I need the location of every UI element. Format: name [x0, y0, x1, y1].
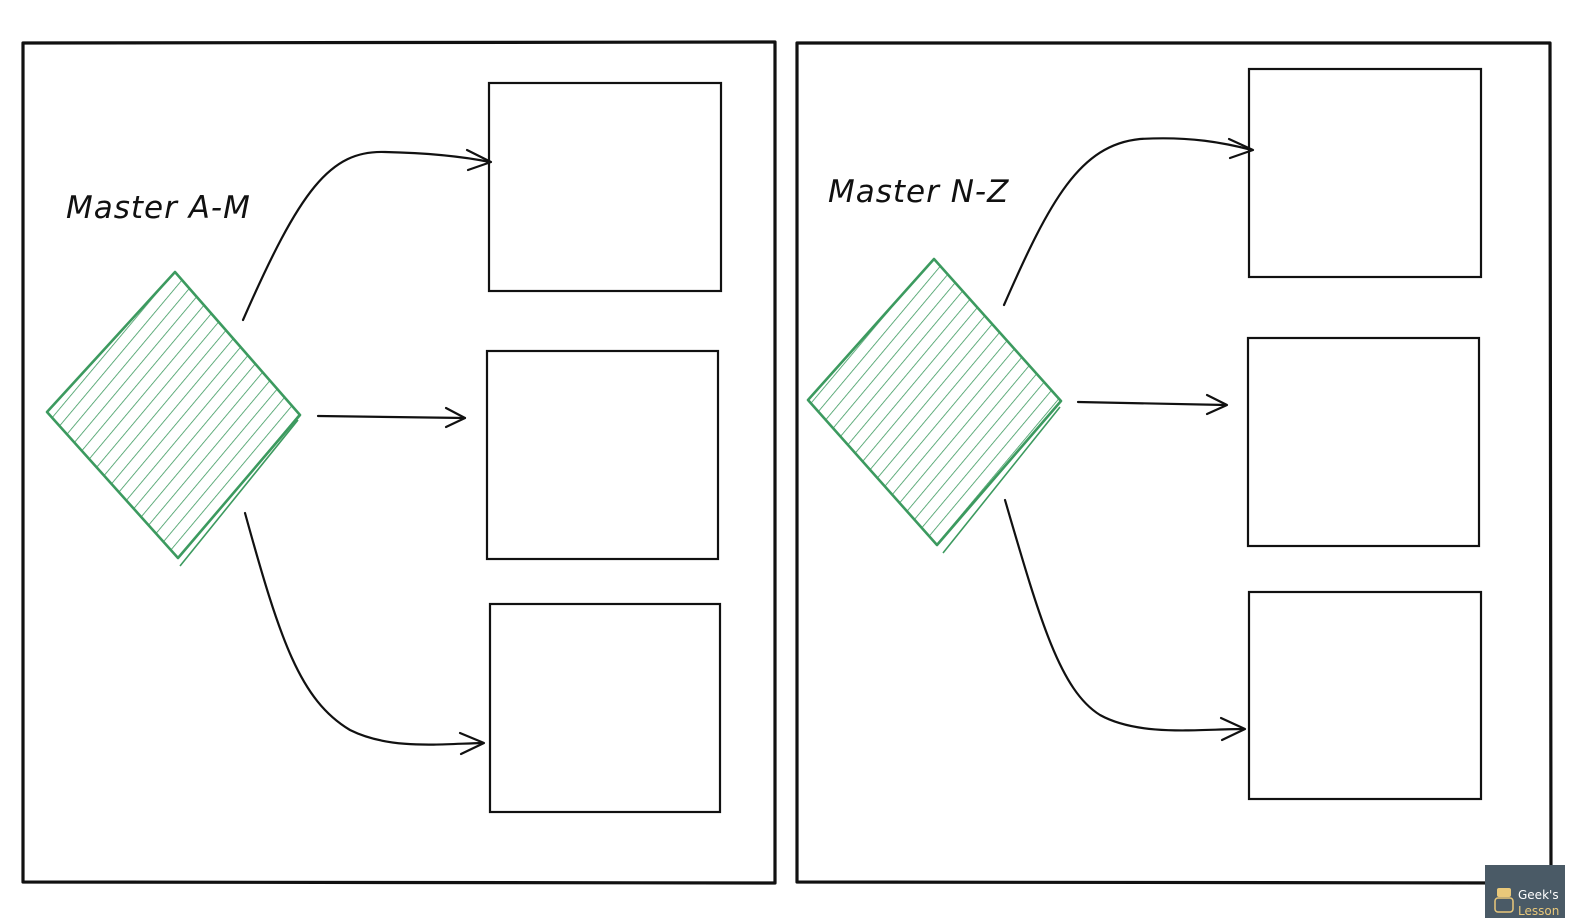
- target-box-2: [1246, 336, 1481, 548]
- watermark-text: Geek's: [1518, 888, 1559, 902]
- master-label: Master N-Z: [828, 174, 1009, 210]
- arrow-to-box-2: [1076, 393, 1229, 416]
- watermark-badge: Geek's Lesson: [1485, 865, 1565, 918]
- mascot-icon: [1494, 888, 1514, 913]
- arrow-to-box-3: [1003, 498, 1247, 742]
- arrow-to-box-1: [241, 148, 493, 322]
- target-box-2: [485, 349, 720, 561]
- arrow-to-box-1: [1002, 137, 1255, 307]
- target-box-3: [1247, 590, 1483, 801]
- target-box-3: [488, 602, 722, 814]
- watermark-subtext: Lesson: [1518, 904, 1559, 918]
- panel-frame: [21, 40, 777, 885]
- target-box-1: [487, 81, 723, 293]
- arrow-to-box-2: [316, 406, 467, 429]
- panel-master-n-z: Master N-Z: [795, 41, 1553, 885]
- master-node: [806, 257, 1063, 554]
- arrow-to-box-3: [243, 511, 486, 756]
- panel-master-a-m: Master A-M: [21, 40, 777, 885]
- target-box-1: [1247, 67, 1483, 279]
- master-node: [45, 270, 302, 567]
- master-label: Master A-M: [66, 190, 251, 226]
